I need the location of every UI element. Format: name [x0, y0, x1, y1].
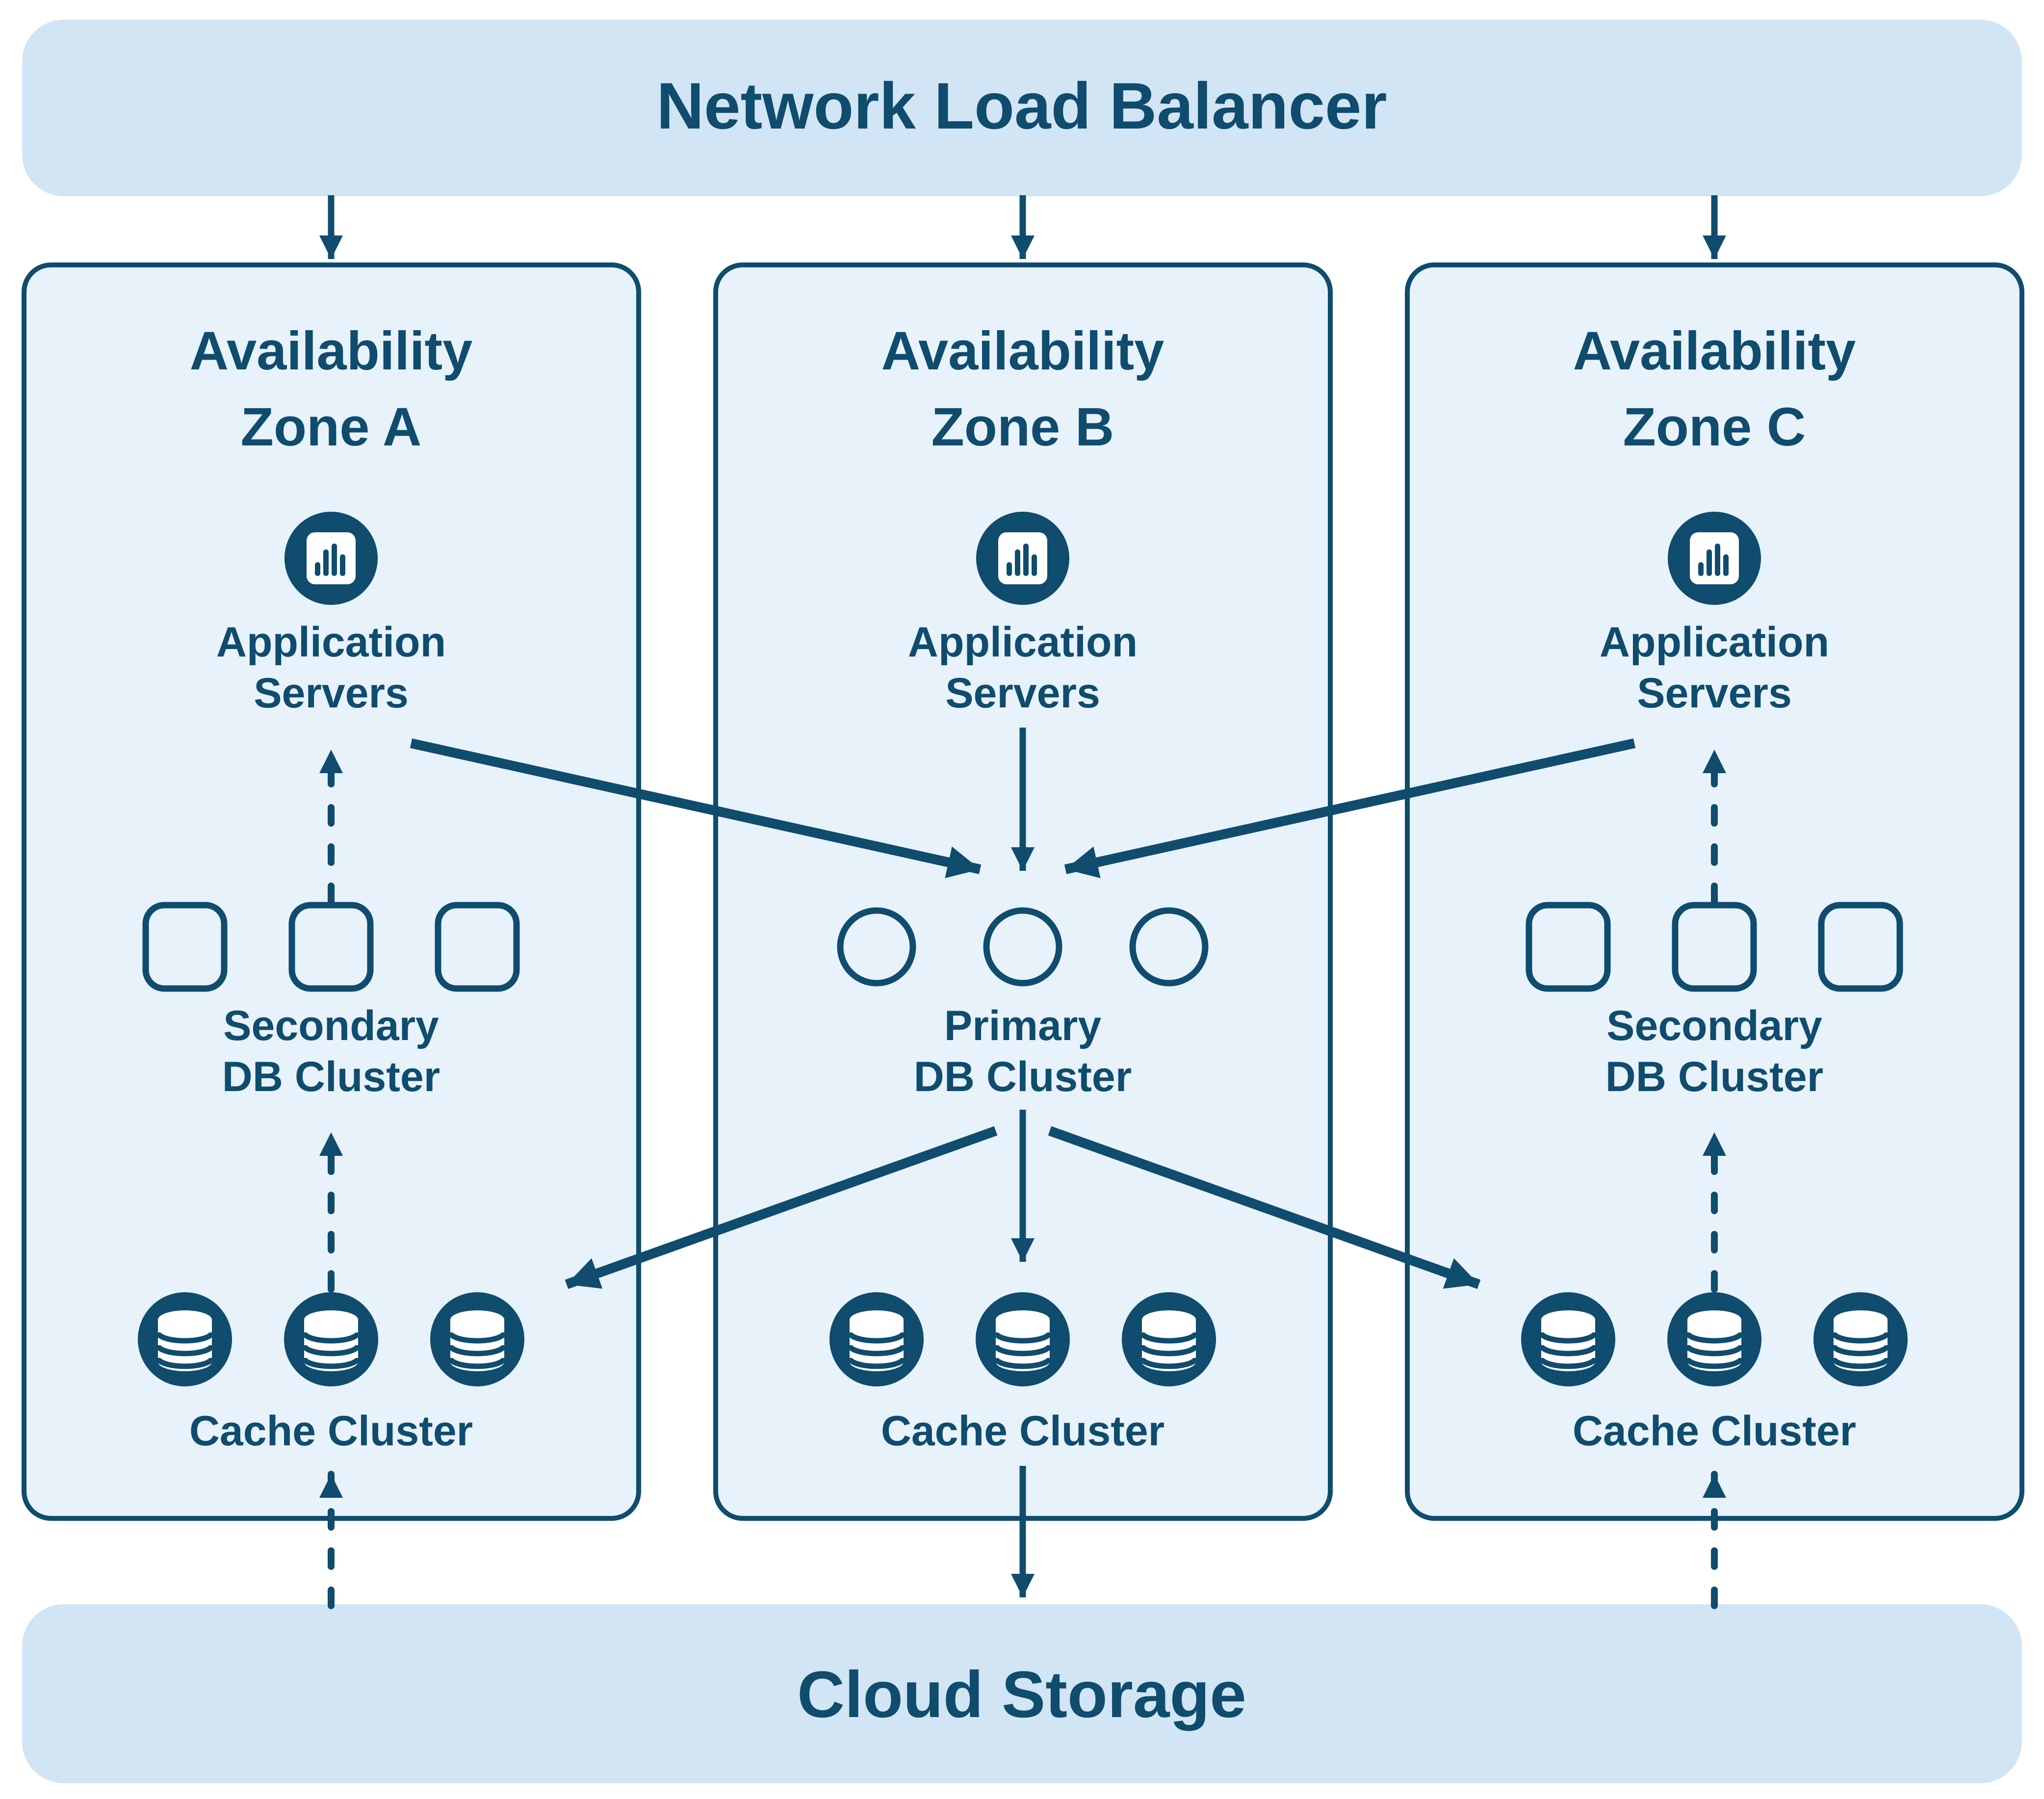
zone-c-db-cluster-label-line1: Secondary [1606, 1002, 1822, 1049]
zone-b-db-cluster-label-line2: DB Cluster [914, 1053, 1132, 1100]
zone-a-app-servers-label-line1: Application [216, 619, 446, 666]
zone-a-db-cluster-label-line1: Secondary [223, 1002, 439, 1049]
zone-b-db-cluster-label-line1: Primary [944, 1002, 1101, 1049]
database-icon [1122, 1292, 1216, 1386]
cloud-storage-box [22, 1604, 2022, 1783]
zone-a-title-line2: Zone A [241, 397, 422, 457]
arrow-primary-db-to-zone-c-cache [1048, 1126, 1481, 1289]
zone-b-app-servers-label-line1: Application [908, 619, 1138, 666]
zone-c-app-servers-label-line1: Application [1600, 619, 1829, 666]
database-icon [1667, 1292, 1761, 1386]
zone-b-title-line1: Availability [881, 321, 1164, 381]
zone-b-title-line2: Zone B [931, 397, 1114, 457]
zone-b-app-servers-label-line2: Servers [945, 670, 1100, 717]
database-icon [976, 1292, 1070, 1386]
zone-c-cache-cluster-label: Cache Cluster [1573, 1408, 1856, 1455]
zone-c-db-cluster-label-line2: DB Cluster [1605, 1053, 1823, 1100]
network-load-balancer-label: Network Load Balancer [656, 70, 1387, 143]
zone-a-app-servers-label-line2: Servers [254, 670, 409, 717]
arrow-primary-db-to-zone-a-cache [565, 1126, 998, 1289]
zone-b: Availability Zone B Application Servers … [713, 262, 1333, 1521]
zone-c-app-servers-label-line2: Servers [1637, 670, 1792, 717]
network-load-balancer-box [22, 20, 2022, 196]
cloud-storage-label: Cloud Storage [797, 1658, 1246, 1731]
zone-c-title-line2: Zone C [1623, 397, 1806, 457]
database-icon [430, 1292, 524, 1386]
bar-chart-icon [1668, 512, 1761, 605]
database-icon [829, 1292, 924, 1386]
database-icon [1521, 1292, 1615, 1386]
zone-a-cache-cluster-label: Cache Cluster [189, 1408, 473, 1455]
bar-chart-icon [976, 512, 1069, 605]
network-load-balancer: Network Load Balancer [22, 20, 2022, 196]
zone-a-title-line1: Availability [190, 321, 473, 381]
bar-chart-icon [285, 512, 378, 605]
zone-a-db-cluster-label-line2: DB Cluster [222, 1053, 440, 1100]
cloud-storage: Cloud Storage [22, 1604, 2022, 1783]
database-icon [284, 1292, 378, 1386]
zone-c-title-line1: Availability [1573, 321, 1856, 381]
arrow-zone-c-app-to-primary-db [1064, 738, 1636, 878]
arrow-zone-a-app-to-primary-db [410, 738, 982, 878]
zone-b-cache-cluster-label: Cache Cluster [881, 1408, 1164, 1455]
database-icon [1813, 1292, 1908, 1386]
database-icon [138, 1292, 232, 1386]
